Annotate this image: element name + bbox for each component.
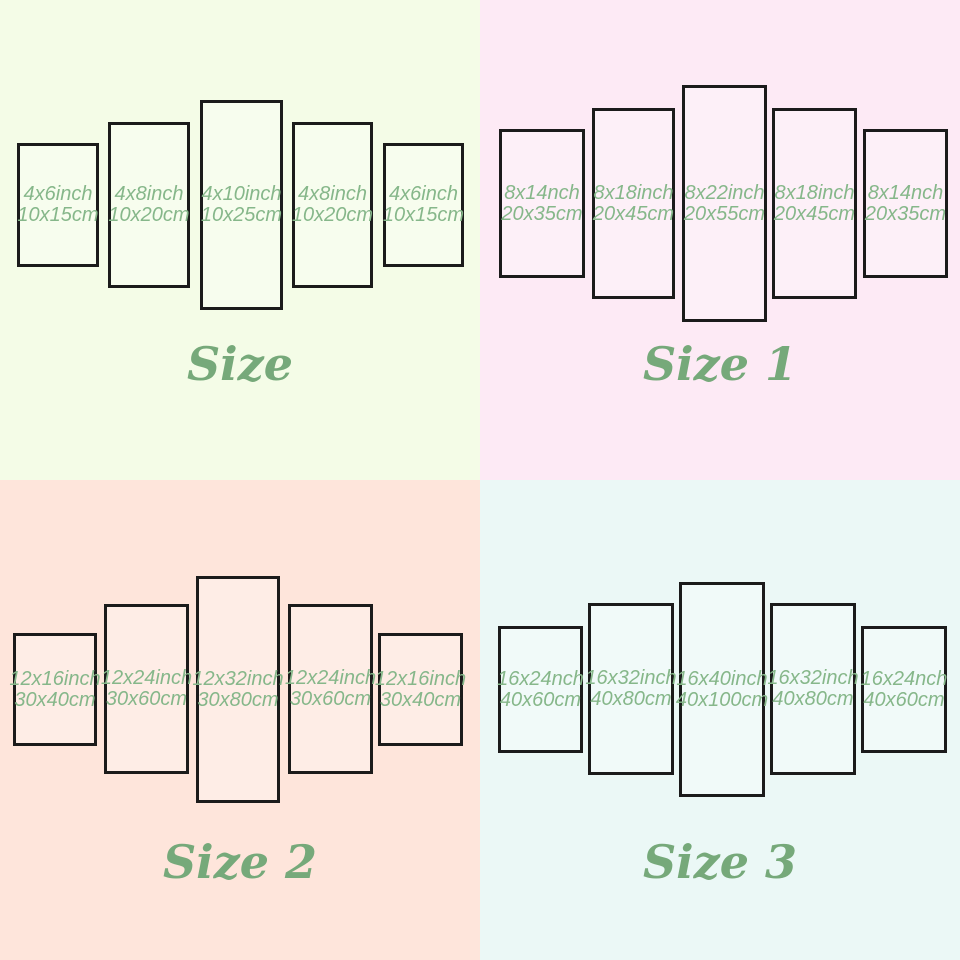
size-quadrant-0: 4x6inch 10x15cm 4x8inch 10x20cm 4x10inch…	[0, 0, 480, 480]
quadrant-title: Size	[186, 337, 294, 391]
panel-size-inch: 16x24nch	[860, 667, 948, 690]
panel-size-inch: 16x40inch	[676, 667, 768, 690]
panel-size-inch: 4x6inch	[23, 183, 93, 205]
canvas-panel: 16x24nch 40x60cm	[861, 626, 947, 753]
panel-size-cm: 30x40cm	[14, 688, 96, 711]
panel-size-cm: 20x45cm	[773, 202, 856, 225]
canvas-panel: 12x16inch 30x40cm	[374, 633, 467, 746]
canvas-panel: 8x18inch 20x45cm	[592, 108, 675, 299]
panel-size-inch: 8x22inch	[684, 181, 765, 204]
panel-size-inch: 12x16inch	[9, 667, 101, 690]
panel-size-inch: 16x32inch	[767, 667, 859, 689]
canvas-panel: 4x6inch 10x15cm	[17, 143, 99, 267]
panel-size-cm: 40x60cm	[499, 688, 582, 711]
panel-size-cm: 20x35cm	[501, 202, 583, 225]
panel-size-cm: 30x60cm	[289, 688, 372, 710]
panel-size-inch: 12x24inch	[284, 667, 377, 689]
panel-size-inch: 4x8inch	[114, 183, 184, 205]
canvas-panel: 12x24inch 30x60cm	[100, 604, 193, 774]
canvas-panel: 4x6inch 10x15cm	[383, 143, 464, 267]
canvas-panel: 16x40inch 40x100cm	[675, 582, 769, 797]
canvas-panel: 4x8inch 10x20cm	[108, 122, 190, 288]
panel-size-inch: 16x24nch	[497, 667, 584, 690]
canvas-panel: 4x10inch 10x25cm	[200, 100, 283, 310]
panel-size-cm: 40x60cm	[863, 688, 945, 711]
panel-size-cm: 10x15cm	[17, 204, 99, 226]
canvas-panel: 8x14nch 20x35cm	[863, 129, 948, 278]
panel-size-inch: 8x14nch	[504, 181, 580, 204]
panel-size-inch: 12x16inch	[374, 667, 467, 690]
canvas-panel: 12x16inch 30x40cm	[9, 633, 101, 746]
panel-size-inch: 4x8inch	[298, 183, 367, 205]
panel-size-cm: 20x35cm	[864, 202, 947, 225]
size-quadrant-1: 8x14nch 20x35cm 8x18inch 20x45cm 8x22inc…	[480, 0, 960, 480]
panel-size-cm: 10x20cm	[108, 204, 190, 226]
panel-size-cm: 10x25cm	[200, 204, 283, 226]
canvas-panel: 16x32inch 40x80cm	[767, 603, 859, 775]
canvas-panel: 12x24inch 30x60cm	[284, 604, 377, 774]
panel-size-cm: 10x15cm	[382, 204, 465, 226]
panel-size-inch: 8x14nch	[867, 181, 944, 204]
panel-size-cm: 20x45cm	[592, 202, 675, 225]
panel-size-cm: 40x100cm	[675, 688, 769, 711]
panel-size-inch: 8x18inch	[593, 181, 674, 204]
canvas-panel: 16x32inch 40x80cm	[585, 603, 677, 775]
canvas-panel: 16x24nch 40x60cm	[497, 626, 584, 753]
panel-size-inch: 4x6inch	[389, 183, 458, 205]
panel-size-cm: 40x80cm	[772, 688, 854, 710]
panel-size-cm: 30x80cm	[197, 688, 279, 711]
quadrant-title: Size 2	[162, 835, 318, 889]
panel-size-inch: 4x10inch	[201, 183, 282, 205]
canvas-panel: 12x32inch 30x80cm	[192, 576, 284, 803]
panel-size-cm: 30x60cm	[105, 688, 188, 710]
canvas-panel: 8x18inch 20x45cm	[772, 108, 857, 299]
panel-size-inch: 12x32inch	[192, 667, 284, 690]
panel-size-cm: 10x20cm	[291, 204, 374, 226]
panel-size-inch: 16x32inch	[585, 667, 677, 689]
panel-size-cm: 40x80cm	[590, 688, 672, 710]
quadrant-title: Size 3	[642, 835, 798, 889]
panel-size-inch: 12x24inch	[100, 667, 193, 689]
canvas-panel: 8x14nch 20x35cm	[499, 129, 585, 278]
canvas-panel: 8x22inch 20x55cm	[682, 85, 767, 322]
panel-size-cm: 30x40cm	[379, 688, 462, 711]
size-quadrant-3: 16x24nch 40x60cm 16x32inch 40x80cm 16x40…	[480, 480, 960, 960]
panel-size-cm: 20x55cm	[683, 202, 766, 225]
panel-size-inch: 8x18inch	[774, 181, 855, 204]
quadrant-title: Size 1	[642, 337, 798, 391]
canvas-panel: 4x8inch 10x20cm	[292, 122, 373, 288]
size-quadrant-2: 12x16inch 30x40cm 12x24inch 30x60cm 12x3…	[0, 480, 480, 960]
